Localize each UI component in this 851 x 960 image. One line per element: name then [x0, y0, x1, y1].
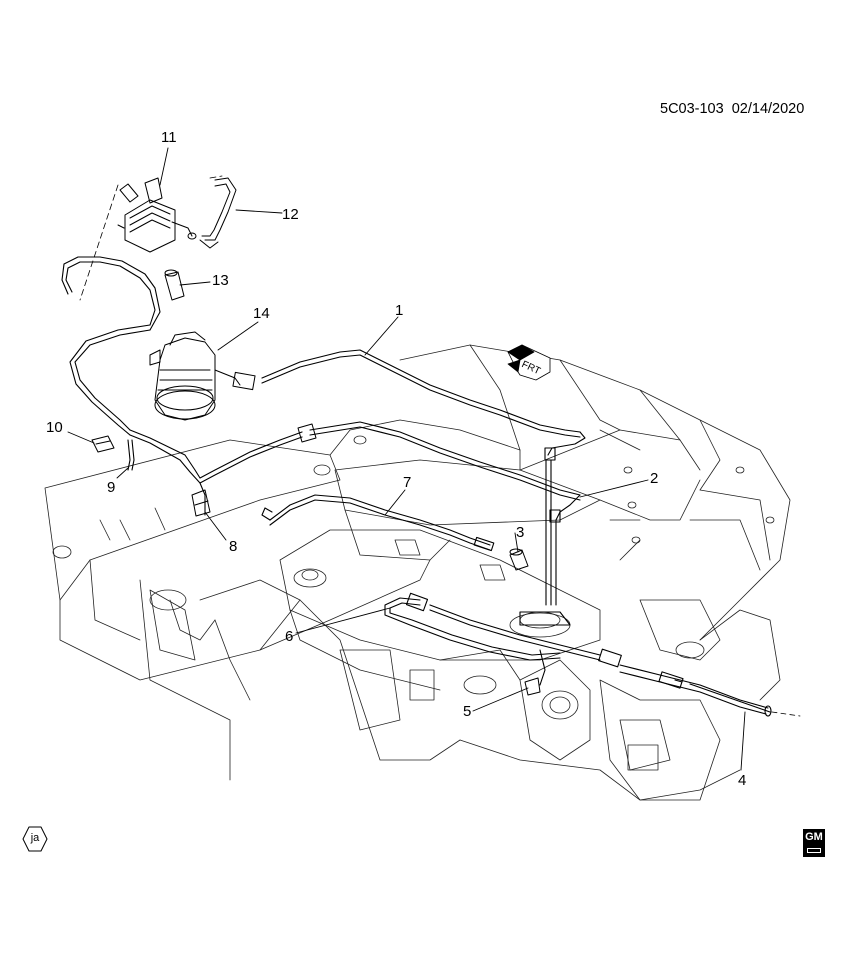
fuel-line-7	[261, 494, 495, 552]
callout-5: 5	[463, 703, 472, 720]
line-clip-10	[91, 435, 115, 453]
line-sleeve	[164, 269, 185, 301]
callout-6: 6	[285, 628, 294, 645]
line-clamp-5	[524, 677, 541, 696]
coolant-hose	[199, 177, 237, 249]
fuel-cooler	[117, 177, 197, 253]
leader-lines	[67, 147, 746, 771]
ja-badge-shape	[22, 826, 48, 852]
callout-3: 3	[516, 524, 525, 541]
ja-badge: ja	[22, 826, 48, 852]
callout-13: 13	[212, 272, 229, 289]
phantom-lines	[79, 175, 223, 301]
fuel-filter	[149, 331, 256, 421]
fuel-line-2	[309, 421, 581, 523]
callout-1: 1	[395, 302, 404, 319]
vehicle-frame	[44, 344, 791, 801]
callout-9: 9	[107, 479, 116, 496]
gm-logo-bar	[807, 848, 821, 853]
callout-2: 2	[650, 470, 659, 487]
diagram-reference: 5C03-103 02/14/2020	[660, 101, 805, 117]
callout-12: 12	[282, 206, 299, 223]
gm-logo: GM	[803, 829, 825, 857]
components	[91, 177, 541, 696]
callout-11: 11	[161, 129, 177, 146]
fuel-pump-tubes	[519, 459, 571, 626]
hose-connector-3	[509, 548, 529, 571]
callout-8: 8	[229, 538, 238, 555]
line-clip-8	[191, 489, 211, 517]
callout-10: 10	[46, 419, 63, 436]
ja-badge-text: ja	[30, 832, 40, 844]
quick-connector	[297, 423, 317, 443]
fuel-lines	[61, 256, 801, 717]
fuel-line-4	[619, 664, 801, 717]
fuel-line-6	[384, 592, 622, 686]
fuel-feed-line	[61, 256, 303, 516]
front-arrow-icon	[507, 344, 551, 381]
fuel-line-1	[261, 349, 586, 461]
gm-logo-text: GM	[805, 831, 823, 843]
callout-7: 7	[403, 474, 412, 491]
callout-14: 14	[253, 305, 270, 322]
callout-4: 4	[738, 772, 747, 789]
